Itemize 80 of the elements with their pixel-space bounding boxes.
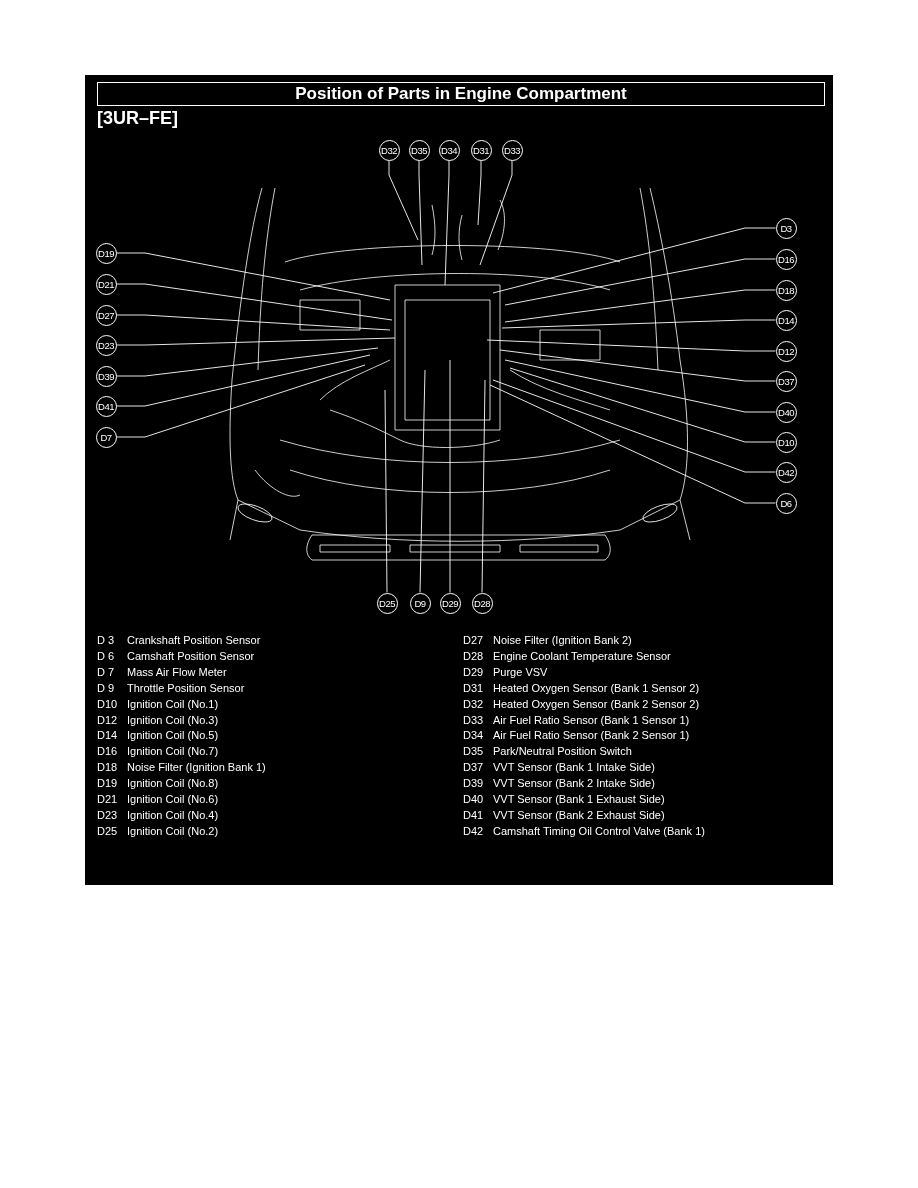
leader-line [499, 349, 776, 382]
part-code: D19 [97, 777, 118, 790]
part-code: D41 [463, 808, 484, 821]
part-code: D31 [463, 681, 484, 694]
part-code: D 6 [97, 649, 115, 662]
leader-line [504, 258, 776, 306]
part-code: D34 [463, 729, 484, 742]
leader-line [481, 379, 486, 593]
leader-line [116, 252, 391, 301]
part-code: D25 [97, 824, 118, 837]
part-name: Noise Filter (Ignition Bank 1) [127, 761, 266, 774]
part-code: D37 [463, 761, 484, 774]
leader-line [116, 314, 391, 331]
part-name: Camshaft Timing Oil Control Valve (Bank 1) [493, 824, 705, 837]
leader-line [504, 359, 776, 413]
part-code: D40 [463, 793, 484, 805]
leader-line [492, 227, 776, 294]
part-code: D27 [463, 634, 484, 646]
part-code: D28 [463, 649, 484, 662]
leader-line [501, 319, 776, 329]
part-code: D39 [463, 777, 484, 790]
part-code: D33 [463, 713, 484, 726]
part-name: Park/Neutral Position Switch [493, 745, 632, 758]
part-name: Mass Air Flow Meter [127, 665, 227, 678]
part-code: D18 [97, 761, 118, 774]
leader-line [486, 339, 776, 352]
leader-line [418, 160, 423, 266]
part-code: D23 [97, 808, 118, 821]
part-code: D12 [97, 713, 118, 726]
part-name: VVT Sensor (Bank 1 Exhaust Side) [493, 793, 665, 805]
part-name: Air Fuel Ratio Sensor (Bank 1 Sensor 1) [493, 713, 690, 726]
leader-line [384, 389, 388, 593]
part-code: D29 [463, 665, 484, 678]
part-name: Ignition Coil (No.3) [127, 713, 219, 726]
leader-line [116, 354, 371, 407]
leader-line [509, 367, 776, 443]
part-name: Ignition Coil (No.7) [127, 745, 219, 758]
part-code: D10 [97, 697, 118, 710]
part-name: Air Fuel Ratio Sensor (Bank 2 Sensor 1) [493, 729, 690, 742]
leader-line [479, 160, 513, 266]
part-code: D35 [463, 745, 484, 758]
leader-line [116, 337, 396, 346]
title: Position of Parts in Engine Compartment [97, 82, 825, 106]
model-code: [3UR–FE] [97, 108, 178, 129]
leader-line [388, 160, 419, 241]
part-name: Purge VSV [493, 665, 548, 678]
leader-line [504, 289, 776, 323]
leader-line [477, 160, 482, 226]
part-name: Engine Coolant Temperature Sensor [493, 649, 671, 662]
part-name: VVT Sensor (Bank 1 Intake Side) [493, 761, 655, 774]
part-name: VVT Sensor (Bank 2 Exhaust Side) [493, 808, 665, 821]
part-name: Heated Oxygen Sensor (Bank 2 Sensor 2) [493, 697, 700, 710]
part-name: Throttle Position Sensor [127, 681, 245, 694]
part-code: D 9 [97, 681, 115, 694]
part-name: VVT Sensor (Bank 2 Intake Side) [493, 777, 655, 790]
part-name: Heated Oxygen Sensor (Bank 1 Sensor 2) [493, 681, 700, 694]
part-code: D14 [97, 729, 118, 742]
part-name: Camshaft Position Sensor [127, 649, 255, 662]
part-name: Ignition Coil (No.8) [127, 777, 219, 790]
part-code: D16 [97, 745, 118, 758]
part-code: D 7 [97, 665, 115, 678]
leader-line [444, 160, 450, 286]
part-name: Ignition Coil (No.4) [127, 808, 219, 821]
leader-line [489, 384, 776, 504]
part-name: Ignition Coil (No.1) [127, 697, 219, 710]
part-name: Crankshaft Position Sensor [127, 634, 261, 646]
leader-line [116, 364, 366, 438]
leader-line [419, 369, 426, 593]
part-code: D32 [463, 697, 484, 710]
part-code: D 3 [97, 634, 115, 646]
part-name: Ignition Coil (No.5) [127, 729, 219, 742]
part-name: Ignition Coil (No.6) [127, 793, 219, 805]
leader-line [492, 379, 776, 473]
leader-line [116, 283, 393, 321]
part-code: D42 [463, 824, 484, 837]
part-code: D21 [97, 793, 118, 805]
part-name: Ignition Coil (No.2) [127, 824, 219, 837]
leader-line [449, 359, 451, 593]
part-name: Noise Filter (Ignition Bank 2) [493, 634, 632, 646]
leader-line [116, 347, 379, 377]
